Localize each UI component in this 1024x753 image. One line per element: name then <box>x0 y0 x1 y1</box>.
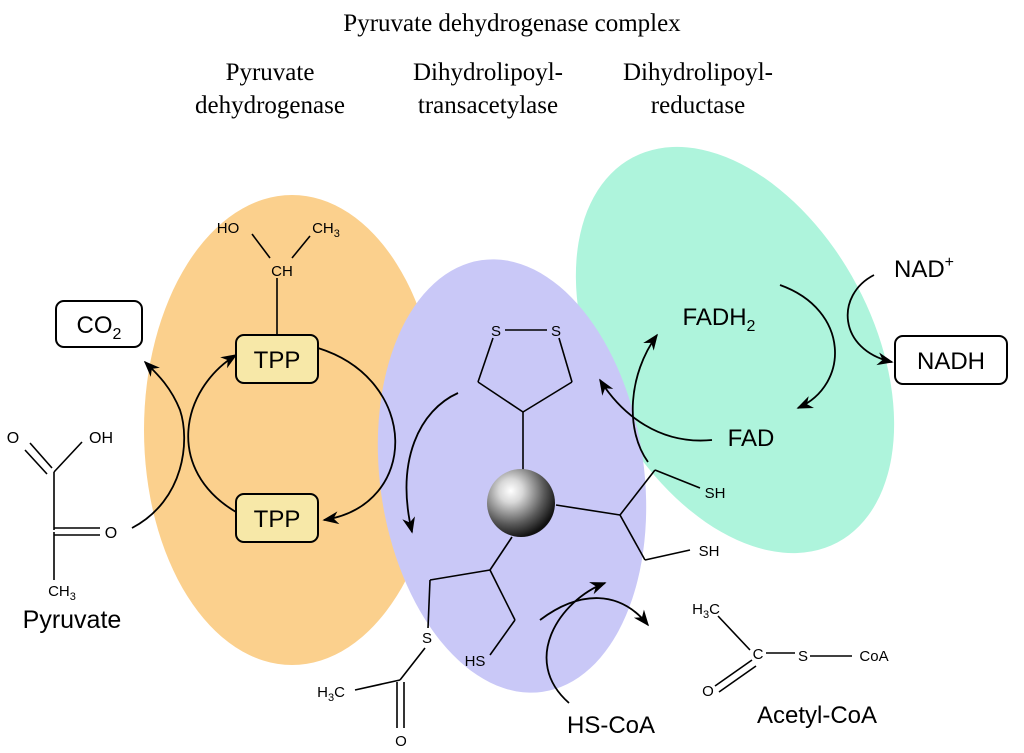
right-down-bond <box>619 514 646 561</box>
nadh-box <box>894 335 1008 385</box>
e1-cycle-right-arrow <box>317 347 397 525</box>
e3-label-line1: Dihydrolipoyl- <box>623 59 773 86</box>
ring-left-lower-bond <box>477 381 524 413</box>
hs-atom: HS <box>465 653 486 670</box>
e1-to-e2-arrow <box>402 392 459 534</box>
pyruvate-in-arrow <box>131 360 186 529</box>
tpp-bottom-label: TPP <box>254 506 301 533</box>
nadh-label: NADH <box>917 348 985 375</box>
thio-o-atom: O <box>395 733 407 750</box>
ring-right-upper-bond <box>558 337 573 383</box>
pyr-ch3-atom: CH3 <box>48 583 76 603</box>
fadh2-label: FADH2 <box>683 304 756 335</box>
ch3-top-atom: CH3 <box>312 220 340 240</box>
sh-to-fadh2-arrow <box>631 333 658 463</box>
ring-left-upper-bond <box>477 337 494 383</box>
e2-label-line2: transacetylase <box>418 92 558 119</box>
thio-s-c-bond <box>399 647 426 681</box>
tpp-bottom-box <box>235 493 319 543</box>
lipoyl-core-sphere <box>487 469 555 537</box>
hs-coa-in-arrow <box>545 582 607 704</box>
e1-label-line2: dehydrogenase <box>195 92 345 119</box>
pyr-oh-atom: OH <box>89 430 113 447</box>
acoa-h3c-atom: H3C <box>692 601 720 621</box>
acetyl-coa-label: Acetyl-CoA <box>757 702 877 729</box>
acoa-c-atom: C <box>753 646 764 663</box>
fad-label: FAD <box>728 425 775 452</box>
acoa-ch3-c-bond <box>717 615 751 651</box>
tpp-top-label: TPP <box>254 347 301 374</box>
ho-ch-bond <box>251 233 271 259</box>
sh1-atom: SH <box>705 485 726 502</box>
pyr-o1-atom: O <box>7 430 19 447</box>
nad-to-nadh-arrow <box>846 274 894 366</box>
ring-s1-atom: S <box>491 323 501 340</box>
ring-s2-atom: S <box>551 323 561 340</box>
thio-h3c-atom: H3C <box>317 684 345 704</box>
pyruvate-label: Pyruvate <box>23 606 122 634</box>
ch-ch3-bond <box>291 235 311 259</box>
bottom-hs-bond <box>489 619 516 656</box>
pyr-c1-o1-bond2 <box>24 449 48 475</box>
acoa-s-atom: S <box>798 648 808 665</box>
ring-right-lower-bond <box>522 381 573 413</box>
fadh2-to-fad-arrow <box>779 284 836 409</box>
acetyl-coa-out-arrow <box>539 597 650 627</box>
acoa-coa-atom: CoA <box>859 648 888 665</box>
acoa-c-o-bond2 <box>718 665 757 693</box>
e1-ellipse <box>144 195 440 665</box>
ch-atom: CH <box>271 263 293 280</box>
e3-ellipse <box>575 146 895 554</box>
bottom-left-bond <box>429 569 491 581</box>
ho-atom: HO <box>217 220 240 237</box>
acoa-c-o-bond <box>714 659 753 687</box>
e1-cycle-left-arrow <box>187 354 238 513</box>
core-down-bond <box>489 536 513 571</box>
e1-label-line1: Pyruvate <box>226 59 315 86</box>
core-right-bond <box>555 504 621 516</box>
sh2-atom: SH <box>699 543 720 560</box>
bottom-right-bond <box>489 569 516 621</box>
thio-c-ch3-bond <box>354 679 401 691</box>
pyr-o2-atom: O <box>105 525 117 542</box>
e2-label-line1: Dihydrolipoyl- <box>413 59 563 86</box>
pyr-c1-o1-bond <box>29 442 53 469</box>
acoa-o-atom: O <box>702 683 714 700</box>
co2-box <box>55 300 143 348</box>
diagram-title: Pyruvate dehydrogenase complex <box>343 10 681 37</box>
fad-to-fadh2-arrow <box>599 378 713 442</box>
nad-label: NAD+ <box>894 254 954 283</box>
e3-label-line2: reductase <box>651 92 745 119</box>
right-up-bond <box>619 469 656 516</box>
hs-coa-label: HS-CoA <box>567 712 655 739</box>
pyr-c1-oh-bond <box>53 441 83 473</box>
right-sh2-bond <box>644 549 691 561</box>
right-sh1-bond <box>654 469 701 489</box>
bottom-left-down-bond <box>427 579 431 629</box>
thioester-s-atom: S <box>422 630 432 647</box>
co2-label: CO2 <box>77 312 122 343</box>
